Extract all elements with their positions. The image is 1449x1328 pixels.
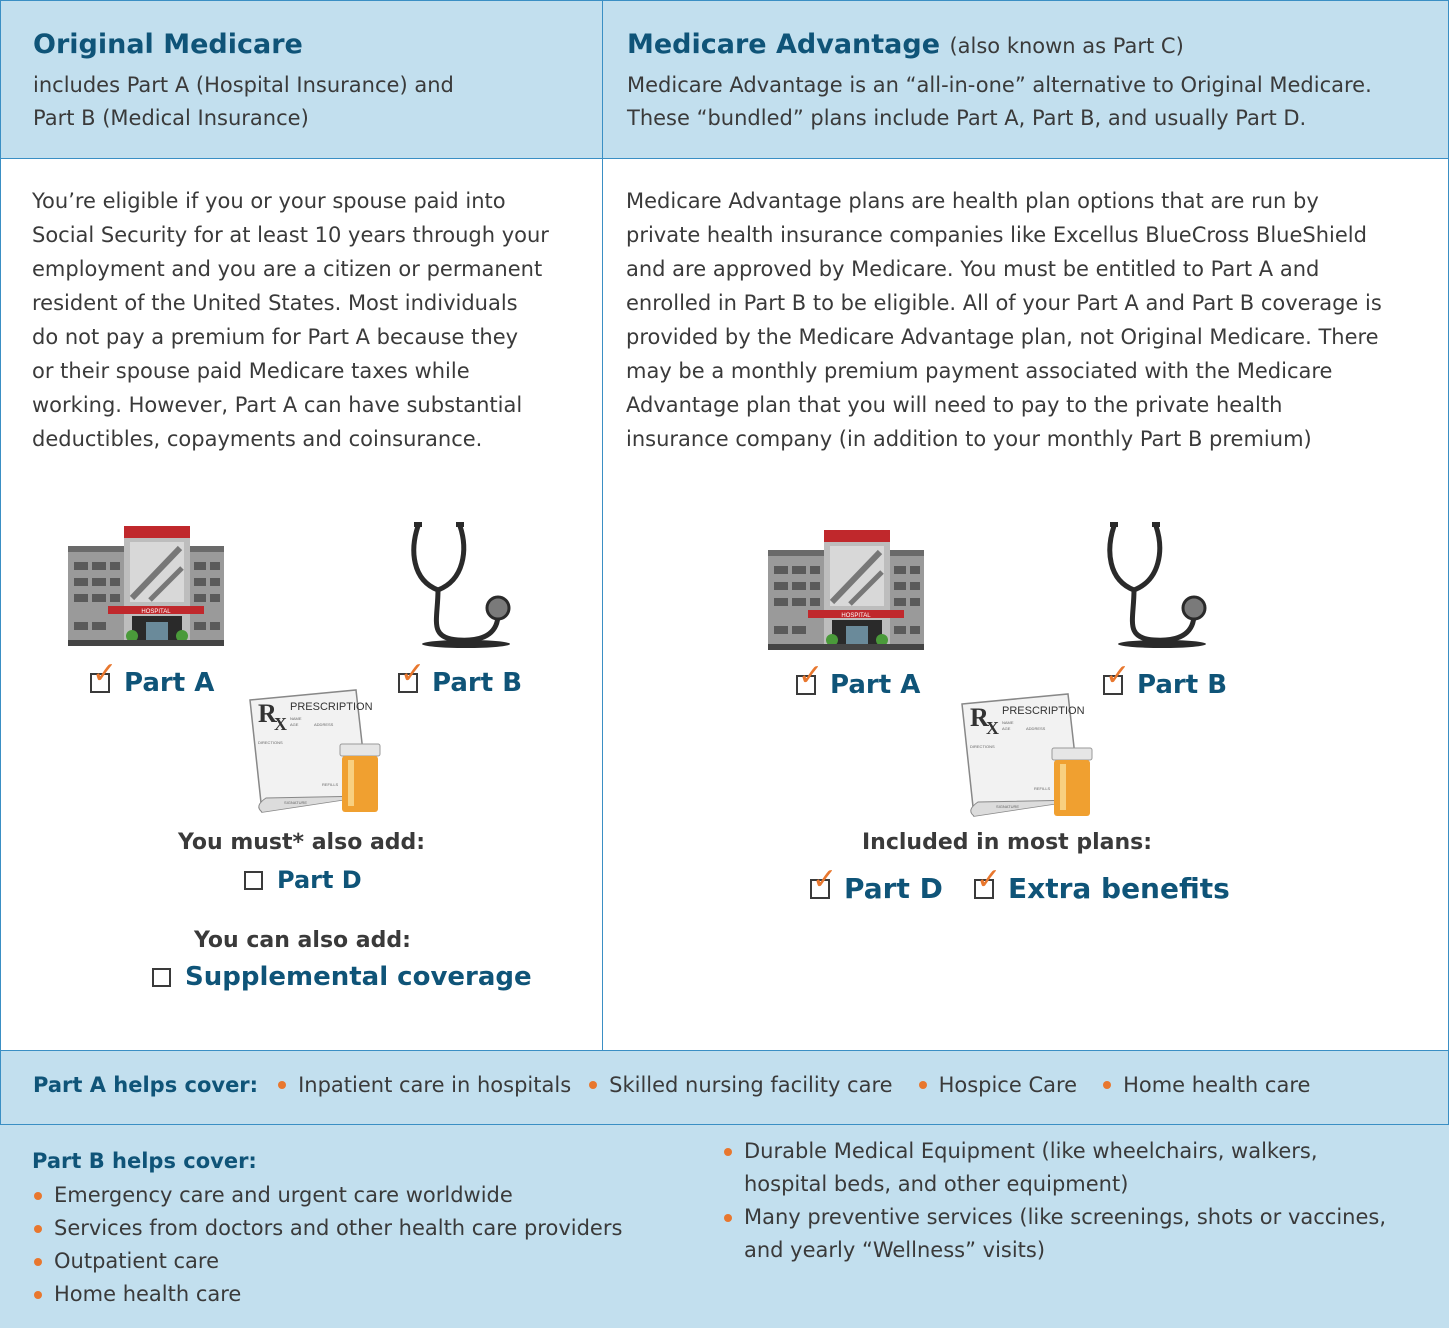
bullet-icon [589,1081,598,1089]
prescription-icon: R X PRESCRIPTION NAME AGE ADDRESS DIRECT… [961,693,1093,817]
columns-bottom-divider [0,1050,1449,1051]
original-part-a-check: ✓ Part A [90,656,215,698]
list-item: Emergency care and urgent care worldwide [34,1179,622,1212]
empty-checkbox-icon [244,870,263,890]
included-heading: Included in most plans: [862,830,1153,855]
svg-text:X: X [274,714,287,734]
part-b-cover-title: Part B helps cover: [32,1149,257,1173]
bullet-icon [724,1148,732,1156]
prescription-icon: R X PRESCRIPTION NAME AGE ADDRESS DIRECT… [249,689,381,813]
svg-text:AGE: AGE [1002,726,1011,731]
bullet-icon [34,1257,42,1266]
part-a-cover-stripe: Part A helps cover: Inpatient care in ho… [0,1051,1449,1124]
stethoscope-icon [411,522,511,648]
svg-text:SIGNATURE: SIGNATURE [996,804,1019,809]
checked-box-icon: ✓ [810,861,838,899]
svg-text:NAME: NAME [290,716,302,721]
advantage-part-b-check: ✓ Part B [1103,658,1228,700]
part-b-cover-list-left: Emergency care and urgent care worldwide… [34,1179,622,1311]
can-add-heading: You can also add: [194,928,411,953]
column-divider [602,158,603,1050]
list-item: Home health care [34,1278,622,1311]
svg-text:R: R [258,699,277,728]
bullet-icon [278,1081,287,1089]
part-a-cover-item: Hospice Care [938,1073,1078,1097]
medicare-advantage-title: Medicare Advantage (also known as Part C… [627,29,1184,60]
original-part-d-option: Part D [244,866,362,894]
must-add-heading: You must* also add: [178,830,426,855]
bullet-icon [724,1214,732,1222]
empty-checkbox-icon [152,967,171,987]
svg-text:PRESCRIPTION: PRESCRIPTION [1002,705,1085,717]
part-c-aside: (also known as Part C) [949,34,1184,58]
list-item: Many preventive services (like screening… [724,1201,1386,1267]
list-item: Outpatient care [34,1245,622,1278]
svg-text:ADDRESS: ADDRESS [314,722,334,727]
bullet-icon [34,1224,42,1233]
hospital-sign-text: HOSPITAL [141,609,171,615]
svg-text:AGE: AGE [290,722,299,727]
svg-text:X: X [986,718,999,738]
part-a-cover-title: Part A helps cover: [33,1073,259,1097]
medicare-advantage-subtitle: Medicare Advantage is an “all-in-one” al… [627,73,1372,130]
svg-text:DIRECTIONS: DIRECTIONS [258,740,283,745]
checked-box-icon: ✓ [1103,658,1131,695]
part-a-cover-item: Inpatient care in hospitals [298,1073,572,1097]
advantage-part-d-check: ✓ Part D [810,861,943,905]
svg-text:REFILLS: REFILLS [322,782,339,787]
original-medicare-subtitle: includes Part A (Hospital Insurance) and… [33,73,454,130]
extra-benefits-check: ✓ Extra benefits [974,861,1230,905]
checked-box-icon: ✓ [90,656,118,693]
original-part-b-check: ✓ Part B [398,656,523,698]
hospital-icon: HOSPITAL [768,530,924,650]
svg-text:DIRECTIONS: DIRECTIONS [970,744,995,749]
part-a-cover-item: Home health care [1123,1073,1311,1097]
bullet-icon [34,1191,42,1200]
checked-box-icon: ✓ [974,861,1002,899]
part-b-cover-list-right: Durable Medical Equipment (like wheelcha… [724,1135,1386,1267]
original-medicare-eligibility: You’re eligible if you or your spouse pa… [32,189,549,451]
bullet-icon [1103,1081,1112,1089]
hospital-icon: HOSPITAL [68,526,224,646]
medicare-advantage-header: Medicare Advantage (also known as Part C… [602,0,1449,158]
original-medicare-header: Original Medicare includes Part A (Hospi… [0,0,602,158]
part-a-cover-item: Skilled nursing facility care [609,1073,893,1097]
supplemental-coverage-option: Supplemental coverage [152,962,532,992]
checked-box-icon: ✓ [398,656,426,693]
svg-text:NAME: NAME [1002,720,1014,725]
left-border [0,0,1,1176]
svg-text:R: R [970,703,989,732]
list-item: Durable Medical Equipment (like wheelcha… [724,1135,1386,1201]
hospital-sign-text: HOSPITAL [841,613,871,619]
svg-text:PRESCRIPTION: PRESCRIPTION [290,701,373,713]
bullet-icon [34,1290,42,1299]
stethoscope-icon [1107,522,1207,648]
header-divider [0,158,1449,159]
part-b-cover-stripe: Part B helps cover: Emergency care and u… [0,1125,1449,1328]
advantage-part-a-check: ✓ Part A [796,658,921,700]
medicare-advantage-description: Medicare Advantage plans are health plan… [626,189,1382,451]
svg-text:REFILLS: REFILLS [1034,786,1051,791]
svg-text:ADDRESS: ADDRESS [1026,726,1046,731]
original-medicare-title: Original Medicare [33,29,303,60]
svg-text:SIGNATURE: SIGNATURE [284,800,307,805]
bullet-icon [918,1081,927,1089]
part-a-cover-bottom-divider [0,1124,1449,1125]
list-item: Services from doctors and other health c… [34,1212,622,1245]
checked-box-icon: ✓ [796,658,824,695]
